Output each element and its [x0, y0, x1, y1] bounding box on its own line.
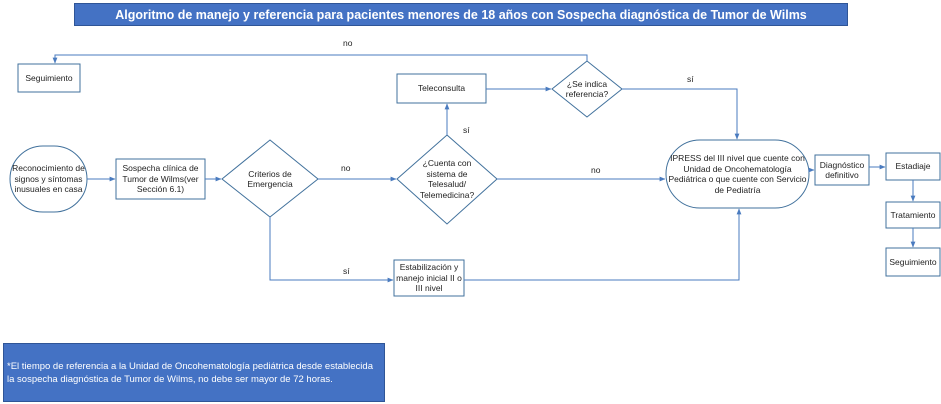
tratamiento-label: Tratamiento: [890, 209, 936, 220]
estabilizacion-label: Estabilización y manejo inicial II o III…: [396, 262, 462, 294]
edge-referencia-si-ipress: [622, 88, 740, 140]
ipress-node: [665, 139, 810, 209]
ipress-label: IPRESS del III nivel que cuente con Unid…: [668, 153, 807, 195]
edge-estabilizacion-ipress: [464, 208, 742, 281]
teleconsulta-node: [396, 73, 487, 104]
estadiaje-label: Estadiaje: [895, 161, 931, 172]
sospecha-label: Sospecha clínica de Tumor de Wilms(ver S…: [122, 163, 199, 195]
edge-label-si-referencia: sí: [687, 74, 694, 84]
diagram-title: Algoritmo de manejo y referencia para pa…: [74, 3, 848, 26]
edge-label-no-criterios: no: [341, 163, 351, 173]
tratamiento-node: [885, 201, 941, 229]
edge-referencia-no-seguimiento: [52, 54, 588, 64]
telesalud-label: ¿Cuenta con sistema de Telesalud/ Teleme…: [419, 158, 475, 200]
seguimiento-final-label: Seguimiento: [889, 256, 937, 267]
diagnostico-node: [814, 154, 870, 186]
criterios-label: Criterios de Emergencia: [247, 168, 293, 190]
footnote: *El tiempo de referencia a la Unidad de …: [3, 343, 385, 402]
estadiaje-node: [885, 152, 941, 181]
edge-label-si-teleconsulta: sí: [463, 125, 470, 135]
edge-criterios-estabilizacion: [269, 217, 394, 283]
seguimiento-top-node: [17, 63, 81, 93]
indica-referencia-decision: [551, 60, 623, 118]
estabilizacion-node: [393, 259, 465, 297]
edge-label-si-criterios: sí: [343, 266, 350, 276]
seguimiento-top-label: Seguimiento: [25, 72, 73, 83]
seguimiento-final-node: [885, 247, 941, 277]
indica-referencia-label: ¿Se indica referencia?: [565, 78, 609, 100]
telesalud-decision: [396, 134, 498, 225]
reconocimiento-label: Reconocimiento de signos y síntomas inus…: [12, 163, 85, 195]
edge-label-no-telesalud: no: [591, 165, 601, 175]
teleconsulta-label: Teleconsulta: [417, 83, 466, 94]
diagnostico-label: Diagnóstico definitivo: [819, 159, 865, 181]
edge-label-no-top: no: [343, 38, 353, 48]
